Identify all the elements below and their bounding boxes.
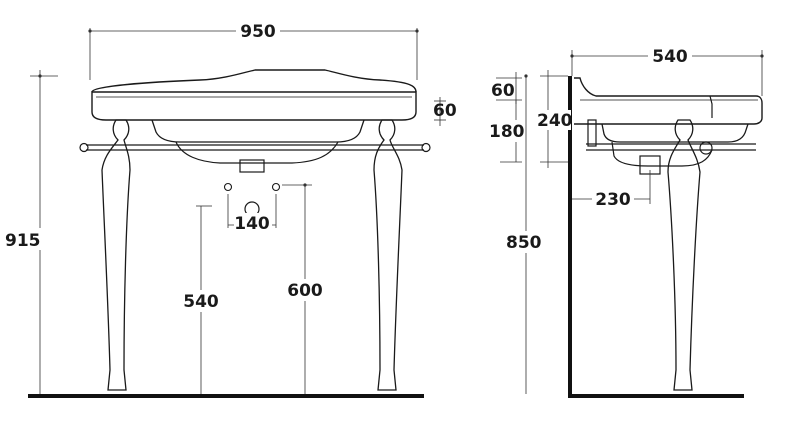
side-basin-bowl-lower [611, 141, 713, 167]
side-towel-bar-ring [699, 141, 713, 155]
side-basin-top [574, 77, 763, 125]
front-floor-line [28, 394, 424, 398]
dim-label-basin-depth: 60 [433, 101, 457, 121]
front-supply-hole-right [271, 182, 281, 192]
front-towel-bar-end-left [79, 142, 89, 153]
dim-label-overall-height: 915 [5, 231, 41, 251]
dim-label-rim-height: 850 [506, 233, 542, 253]
front-basin-rim [91, 91, 417, 121]
front-leg-right [373, 119, 403, 391]
front-basin-top [91, 69, 417, 93]
dim-label-rim-thickness: 60 [491, 81, 515, 101]
side-floor-line [568, 394, 744, 398]
side-basin-splashback [709, 95, 713, 118]
side-wall-bracket [587, 119, 597, 147]
front-basin-bowl-lower [175, 141, 339, 164]
dim-label-overall-width: 950 [240, 22, 276, 42]
front-leg-left [101, 119, 131, 391]
side-wall [568, 76, 572, 396]
dim-label-supply-height: 600 [287, 281, 323, 301]
dim-label-drain-height: 540 [183, 292, 219, 312]
dim-label-drain-offset: 230 [595, 190, 631, 210]
front-towel-bar-end-right [421, 142, 431, 153]
side-view: 540 60 180 240 230 850 [486, 46, 764, 398]
side-leg [667, 119, 701, 391]
front-supply-hole-left [223, 182, 233, 192]
dim-label-hole-spacing: 140 [234, 214, 270, 234]
dim-label-bowl-depth: 180 [489, 122, 525, 142]
front-view: 950 915 60 140 540 600 [2, 20, 457, 398]
dim-label-overall-depth: 540 [652, 47, 688, 67]
front-drain-outlet [239, 159, 265, 173]
dim-label-basin-height: 240 [537, 111, 573, 131]
front-basin-bowl [151, 119, 365, 143]
side-basin-bowl [601, 123, 749, 143]
